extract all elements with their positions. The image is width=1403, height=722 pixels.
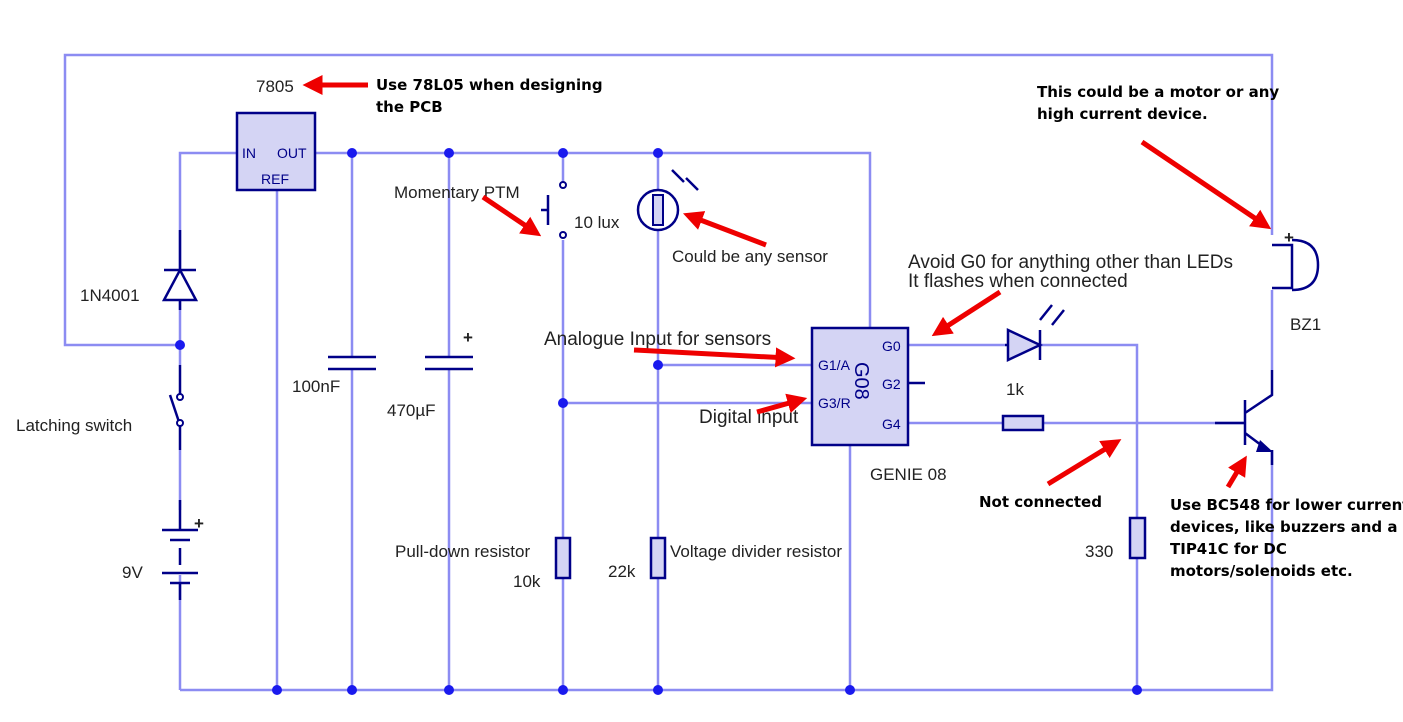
svg-text:22k: 22k (608, 562, 636, 581)
diode-1n4001: 1N4001 (80, 230, 199, 310)
svg-text:G0: G0 (882, 338, 901, 354)
led: 1k (1005, 304, 1065, 399)
svg-text:9V: 9V (122, 563, 143, 582)
svg-text:470µF: 470µF (387, 401, 436, 420)
svg-text:Momentary PTM: Momentary PTM (394, 183, 520, 202)
resistor-divider: Voltage divider resistor 22k (608, 536, 842, 581)
svg-text:Analogue Input for sensors: Analogue Input for sensors (544, 329, 771, 350)
resistor-pulldown: Pull-down resistor 10k (395, 536, 572, 591)
svg-text:G1/A: G1/A (818, 357, 851, 373)
svg-text:+: + (194, 514, 204, 533)
capacitor-470uf: + 470µF (387, 328, 473, 420)
svg-text:REF: REF (261, 171, 289, 187)
push-switch-ptm: Momentary PTM (394, 181, 567, 239)
svg-text:G4: G4 (882, 416, 901, 432)
svg-text:Avoid G0 for anything other th: Avoid G0 for anything other than LEDs (908, 252, 1233, 273)
arrow-transistor (1225, 455, 1247, 489)
svg-text:Use 78L05 when designing: Use 78L05 when designing (376, 76, 603, 94)
latching-switch: Latching switch (16, 365, 184, 450)
arrow-not-connected (1046, 439, 1122, 487)
resistor-g4 (1001, 414, 1045, 432)
svg-text:G2: G2 (882, 376, 901, 392)
svg-text:G08: G08 (850, 362, 872, 400)
svg-text:Could be any sensor: Could be any sensor (672, 247, 828, 266)
genie-08-chip: G08 G1/A G3/R G0 G2 G4 GENIE 08 (810, 326, 947, 484)
svg-text:7805: 7805 (256, 77, 294, 96)
capacitor-100nf: 100nF (292, 355, 376, 396)
svg-text:G3/R: G3/R (818, 395, 851, 411)
battery-9v: + 9V (122, 500, 204, 600)
arrow-ptm (481, 194, 542, 237)
svg-text:Pull-down resistor: Pull-down resistor (395, 542, 530, 561)
arrow-sensor (682, 211, 767, 248)
resistor-330: 330 (1085, 516, 1147, 561)
svg-text:high current device.: high current device. (1037, 105, 1208, 123)
junction-dots (175, 148, 1142, 695)
svg-text:TIP41C for DC: TIP41C for DC (1170, 540, 1287, 558)
buzzer-bz1: + BZ1 (1272, 228, 1321, 334)
arrow-digital (756, 393, 808, 415)
svg-text:devices, like buzzers and a: devices, like buzzers and a (1170, 518, 1397, 536)
svg-text:This could be a motor or any: This could be a motor or any (1037, 83, 1279, 101)
svg-text:10 lux: 10 lux (574, 213, 620, 232)
svg-text:Not connected: Not connected (979, 493, 1102, 511)
svg-text:the PCB: the PCB (376, 98, 443, 116)
svg-text:IN: IN (242, 145, 256, 161)
svg-text:330: 330 (1085, 542, 1113, 561)
svg-text:Latching switch: Latching switch (16, 416, 132, 435)
svg-text:motors/solenoids etc.: motors/solenoids etc. (1170, 562, 1353, 580)
svg-text:It flashes when connected: It flashes when connected (908, 271, 1128, 292)
svg-text:GENIE 08: GENIE 08 (870, 465, 947, 484)
annotations: Use 78L05 when designing the PCB This co… (376, 76, 1403, 580)
svg-text:+: + (1284, 228, 1294, 247)
ldr-sensor: 10 lux (574, 169, 699, 232)
svg-text:+: + (463, 328, 473, 347)
svg-text:100nF: 100nF (292, 377, 340, 396)
svg-text:Use BC548 for lower current: Use BC548 for lower current (1170, 496, 1403, 514)
svg-text:BZ1: BZ1 (1290, 315, 1321, 334)
svg-text:Voltage divider resistor: Voltage divider resistor (670, 542, 842, 561)
arrow-g0 (931, 289, 1002, 337)
wires (63, 53, 1274, 692)
transistor (1215, 370, 1274, 465)
svg-text:1N4001: 1N4001 (80, 286, 140, 305)
svg-text:Digital input: Digital input (699, 407, 799, 428)
annotation-arrows (302, 75, 1272, 489)
arrow-analogue (633, 347, 796, 368)
svg-text:1k: 1k (1006, 380, 1024, 399)
svg-text:10k: 10k (513, 572, 541, 591)
svg-text:OUT: OUT (277, 145, 307, 161)
voltage-regulator: IN OUT REF 7805 (235, 77, 317, 192)
arrow-motor (1140, 139, 1272, 230)
